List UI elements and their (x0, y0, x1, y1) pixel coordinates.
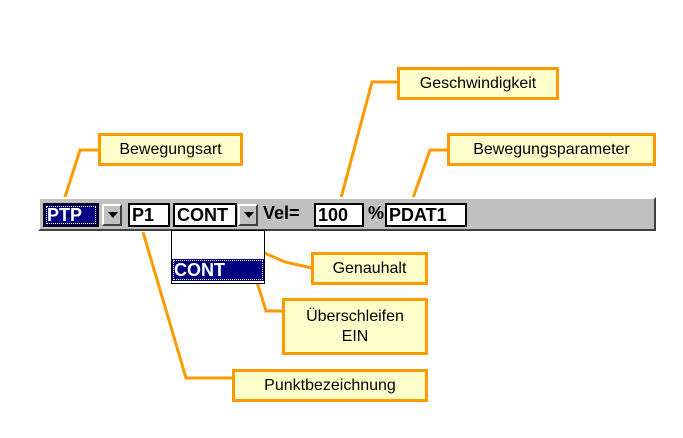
callout-bewegungsparameter: Bewegungsparameter (447, 133, 656, 166)
leader-bewegungsart (62, 148, 99, 201)
callout-bewegungsart-text: Bewegungsart (119, 140, 222, 158)
callout-geschwindigkeit-text: Geschwindigkeit (419, 74, 537, 92)
motion-type-dropdown-button[interactable] (102, 204, 122, 226)
approximation-value: CONT (177, 205, 228, 225)
callout-ueberschleifen-line2: EIN (341, 327, 369, 345)
point-name-value: P1 (132, 205, 155, 225)
callout-geschwindigkeit: Geschwindigkeit (397, 67, 559, 100)
velocity-label: Vel= (263, 203, 300, 223)
velocity-field[interactable]: 100 (314, 203, 364, 227)
approximation-dropdown-list: CONT (171, 230, 265, 284)
leader-ueberschleifen (255, 281, 283, 313)
dropdown-option-empty[interactable] (172, 233, 264, 255)
velocity-unit: % (368, 203, 385, 223)
leader-geschwindigkeit (339, 80, 398, 199)
motion-parameter-value: PDAT1 (389, 205, 447, 225)
callout-genauhalt: Genauhalt (311, 252, 428, 285)
leader-bewegungsparameter (411, 148, 448, 199)
approximation-select[interactable]: CONT (173, 203, 237, 227)
motion-type-select[interactable]: PTP (43, 203, 99, 227)
motion-toolbar: PTP P1 CONT Vel= 100 % PDAT1 (38, 197, 656, 231)
callout-punktbezeichnung-text: Punktbezeichnung (264, 376, 396, 394)
motion-type-value: PTP (47, 205, 83, 225)
callout-genauhalt-text: Genauhalt (332, 259, 407, 277)
point-name-field[interactable]: P1 (128, 203, 170, 227)
leader-genauhalt (261, 250, 313, 270)
callout-bewegungsparameter-text: Bewegungsparameter (473, 140, 630, 158)
callout-bewegungsart: Bewegungsart (98, 133, 243, 166)
callout-punktbezeichnung: Punktbezeichnung (232, 369, 428, 402)
dropdown-option-cont[interactable]: CONT (172, 259, 264, 281)
approximation-dropdown-button[interactable] (238, 204, 258, 226)
callout-ueberschleifen: Überschleifen EIN (282, 298, 428, 355)
leader-punktbezeichnung (141, 231, 233, 380)
velocity-value: 100 (318, 205, 349, 225)
motion-parameter-field[interactable]: PDAT1 (385, 203, 467, 227)
callout-ueberschleifen-line1: Überschleifen (306, 307, 404, 325)
